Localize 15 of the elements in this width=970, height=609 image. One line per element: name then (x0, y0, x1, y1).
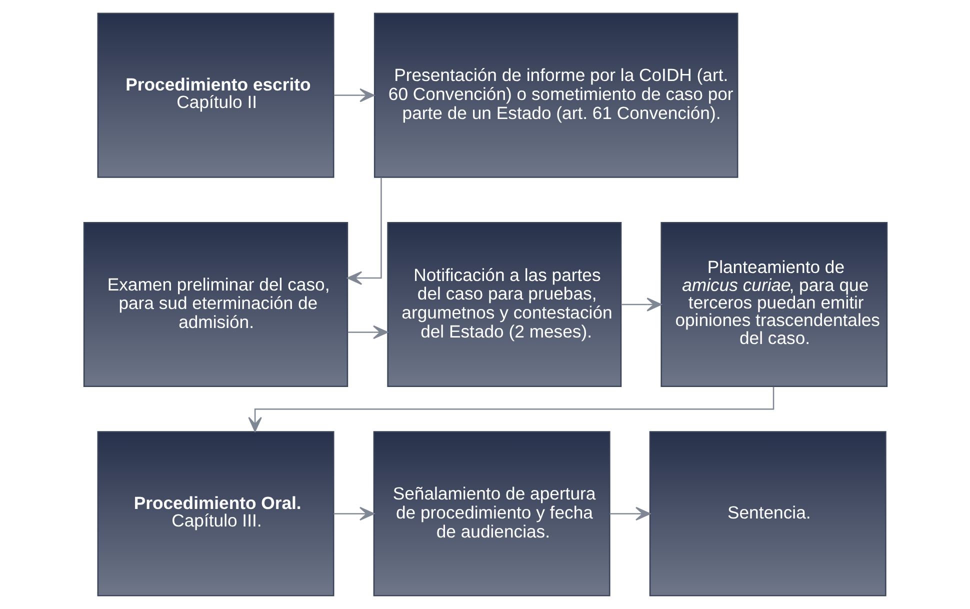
node-box: Señalamiento de apertura de procedimiento y fecha de audiencias. (372, 431, 610, 596)
node-box: Procedimiento Oral. Capítulo III. (96, 431, 334, 596)
arrow (333, 506, 374, 521)
node-box: Notificación a las partes del caso para pruebas, argumetnos y contestación del Estado (2 meses). (386, 222, 622, 388)
arrow (609, 506, 650, 521)
arrow (248, 386, 774, 432)
node-box: Procedimiento escrito Capítulo II (96, 12, 334, 178)
arrow (620, 298, 662, 312)
arrow (333, 88, 374, 102)
arrow (347, 325, 388, 340)
node-box: Planteamiento de amicus curiae, para que terceros puedan emitir opiniones trascendentales del caso. (660, 222, 888, 388)
node-box: Examen preliminar del caso, para sud eterminación de admisión. (82, 222, 348, 388)
node-box: Sentencia. (648, 431, 886, 596)
arrow (346, 178, 382, 285)
node-box: Presentación de informe por la CoIDH (art. 60 Convención) o sometimiento de caso por parte de un Estado (art. 61 Convención). (373, 12, 738, 178)
